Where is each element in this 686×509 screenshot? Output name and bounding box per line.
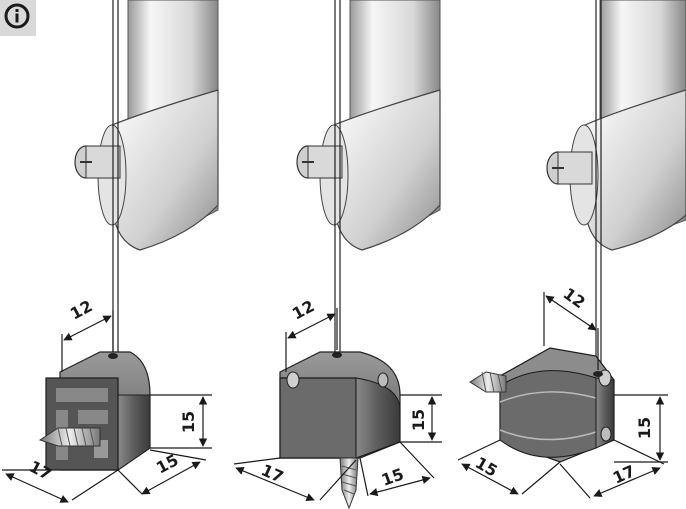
rail-profile (296, 0, 441, 251)
end-cap-block (279, 351, 401, 459)
screw (339, 457, 359, 509)
rail-profile (74, 0, 219, 251)
dimension-lines (2, 310, 212, 503)
info-badge[interactable] (0, 0, 36, 36)
end-cap-block (45, 351, 151, 471)
variant-2: 12 15 15 17 (233, 0, 442, 509)
dimension-label-cable-offset: 12 (289, 296, 318, 323)
dimension-lines (457, 292, 668, 499)
dimension-label-height: 15 (635, 417, 654, 439)
info-circle-icon (4, 3, 30, 29)
dimension-label-height: 15 (179, 411, 198, 433)
dimension-label-cable-offset: 12 (67, 296, 96, 323)
dimension-label-width: 17 (610, 461, 638, 487)
dimension-label-width: 17 (258, 460, 286, 486)
dimension-label-depth: 15 (472, 453, 501, 481)
variant-1: 12 15 15 17 (2, 0, 219, 503)
rail-profile (546, 0, 686, 251)
end-cap-block (499, 347, 615, 463)
dimension-lines (233, 308, 442, 502)
variant-3: 12 15 15 17 (457, 0, 686, 499)
screw (469, 371, 507, 393)
dimension-label-height: 15 (409, 409, 428, 431)
screw (38, 427, 101, 447)
